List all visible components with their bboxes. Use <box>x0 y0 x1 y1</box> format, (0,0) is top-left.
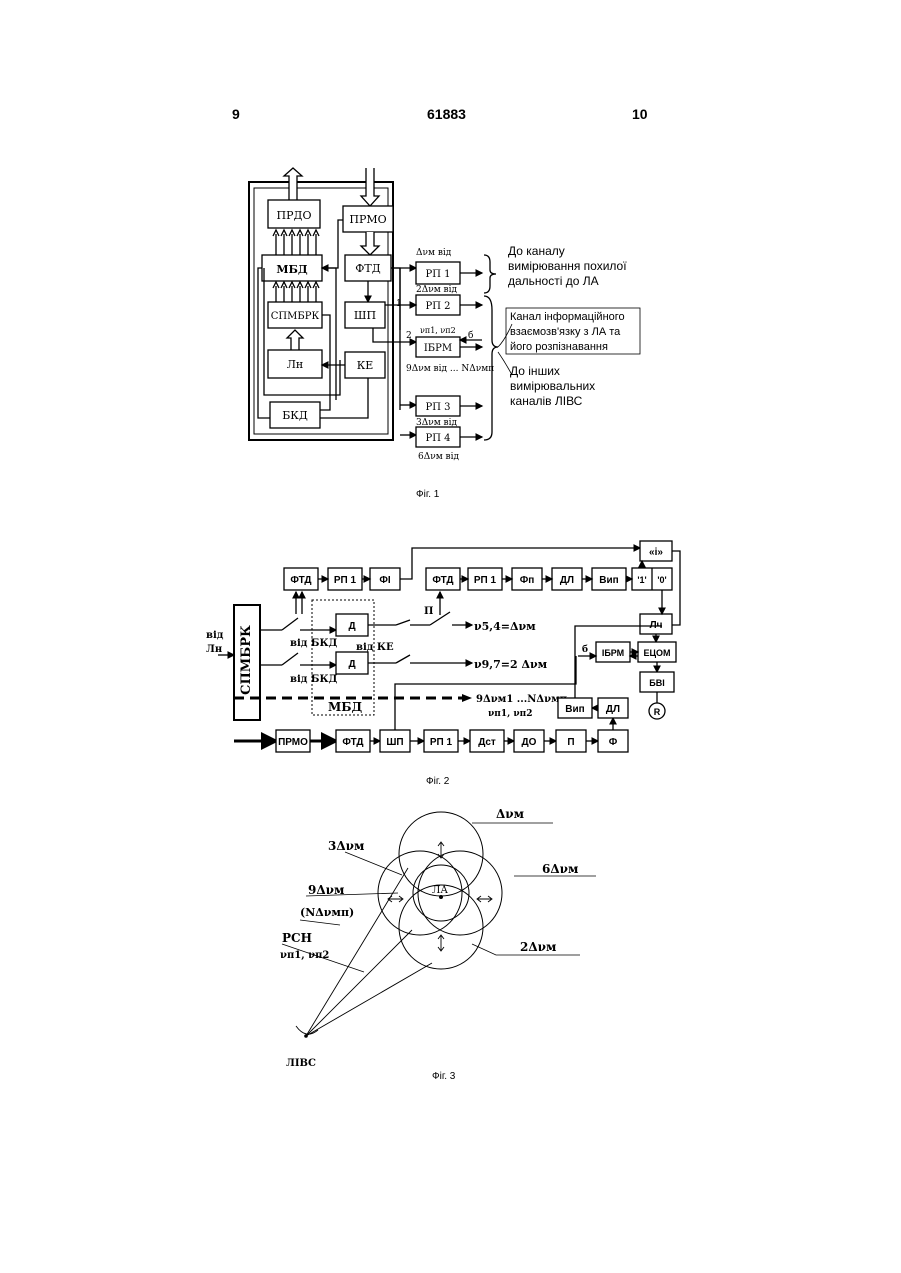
figure-3-caption: Фіг. 3 <box>432 1071 455 1082</box>
svg-text:РСН: РСН <box>282 931 312 945</box>
svg-text:ЛІВС: ЛІВС <box>286 1058 316 1069</box>
svg-text:6Δνм: 6Δνм <box>542 862 579 876</box>
svg-text:νп1, νп2: νп1, νп2 <box>280 950 329 961</box>
svg-text:Δνм: Δνм <box>496 807 525 821</box>
svg-text:2Δνм: 2Δνм <box>520 940 557 954</box>
svg-text:ЛА: ЛА <box>432 885 448 896</box>
svg-text:(NΔνмп): (NΔνмп) <box>300 906 354 919</box>
svg-text:9Δνм: 9Δνм <box>308 883 345 897</box>
svg-text:3Δνм: 3Δνм <box>328 839 365 853</box>
